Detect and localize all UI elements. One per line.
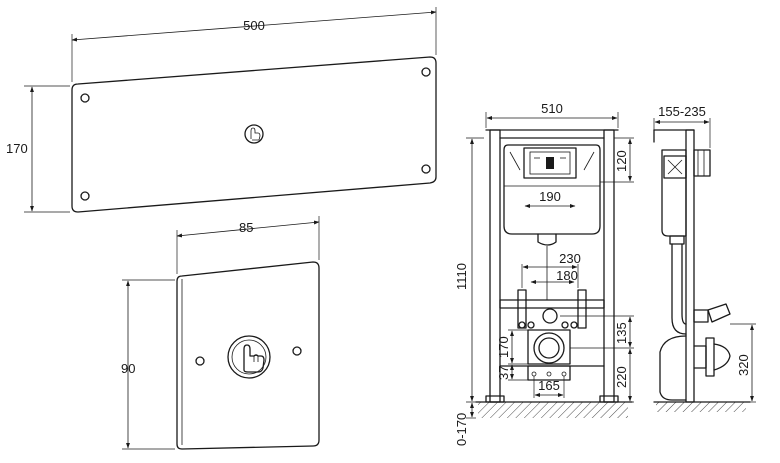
dim-bolt-outer: 230 <box>521 251 581 288</box>
dim-frame-height: 1110 <box>454 137 484 403</box>
button-plate <box>176 261 320 450</box>
dim-bolt-inner-label: 180 <box>556 268 578 283</box>
dim-drain-height-label: 170 <box>496 336 511 358</box>
dim-frame-height-label: 1110 <box>454 263 469 290</box>
dim-drain-height: 170 <box>496 329 528 365</box>
dim-frame-width: 510 <box>485 101 619 128</box>
dim-drain-offset-label: 37 <box>496 366 511 380</box>
frame-front-view <box>475 129 633 418</box>
dim-drain-offset: 37 <box>496 364 528 381</box>
dim-panel-height: 170 <box>6 85 70 213</box>
dim-floor-adjust-label: 0-170 <box>454 413 469 446</box>
dim-button-height: 90 <box>121 279 175 450</box>
dim-cistern-width-label: 190 <box>539 189 561 204</box>
dim-cistern-top-label: 120 <box>614 150 629 172</box>
dim-inlet-height-label: 135 <box>614 322 629 344</box>
dim-frame-depth: 155-235 <box>653 104 711 148</box>
dim-side-outlet-height: 320 <box>730 323 756 403</box>
dim-bolt-inner: 180 <box>530 268 578 284</box>
dim-side-outlet-height-label: 320 <box>736 354 751 376</box>
dim-panel-height-label: 170 <box>6 141 28 156</box>
dim-cistern-width: 190 <box>524 189 576 208</box>
wall-panel <box>71 56 437 213</box>
dim-frame-width-label: 510 <box>541 101 563 116</box>
dim-floor-adjust: 0-170 <box>454 402 476 446</box>
dim-outlet-height-label: 220 <box>614 366 629 388</box>
dim-panel-width-label: 500 <box>243 18 265 33</box>
dim-inlet-height: 135 <box>560 315 634 349</box>
dim-bolt-outer-label: 230 <box>559 251 581 266</box>
dim-button-width: 85 <box>176 216 320 274</box>
dim-cistern-top: 120 <box>600 137 634 183</box>
plate-push-button-icon <box>227 335 271 379</box>
dim-panel-width: 500 <box>71 7 437 82</box>
dim-button-height-label: 90 <box>121 361 135 376</box>
dim-floor-bolts: 165 <box>533 376 565 398</box>
dim-outlet-height: 220 <box>614 348 634 403</box>
panel-push-button-icon <box>244 124 264 144</box>
dim-frame-depth-label: 155-235 <box>658 104 706 119</box>
frame-side-view <box>653 129 751 412</box>
dim-floor-bolts-label: 165 <box>538 378 560 393</box>
dim-button-width-label: 85 <box>239 220 253 235</box>
